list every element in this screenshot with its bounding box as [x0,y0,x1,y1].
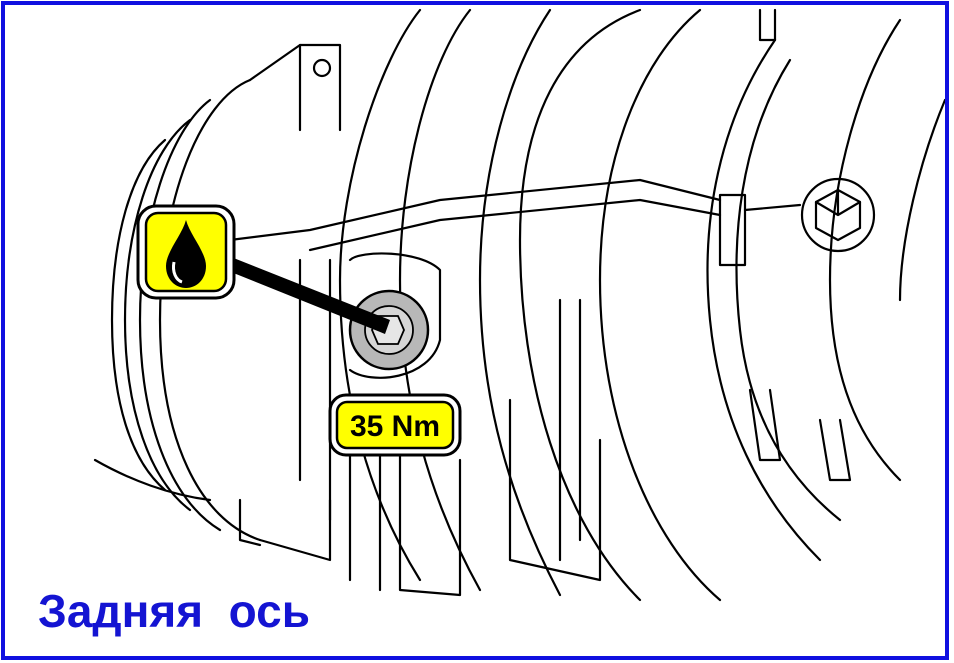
torque-value: 35 Nm [350,410,440,443]
oil-icon-badge [136,204,236,300]
oil-pointer-line [226,255,390,334]
caption-text: Задняя ось [38,585,310,637]
torque-label: 35 Nm [328,393,462,457]
axle-housing-drawing [93,8,947,602]
oil-drop-icon [166,220,206,288]
oil-filler-plug [348,289,430,371]
